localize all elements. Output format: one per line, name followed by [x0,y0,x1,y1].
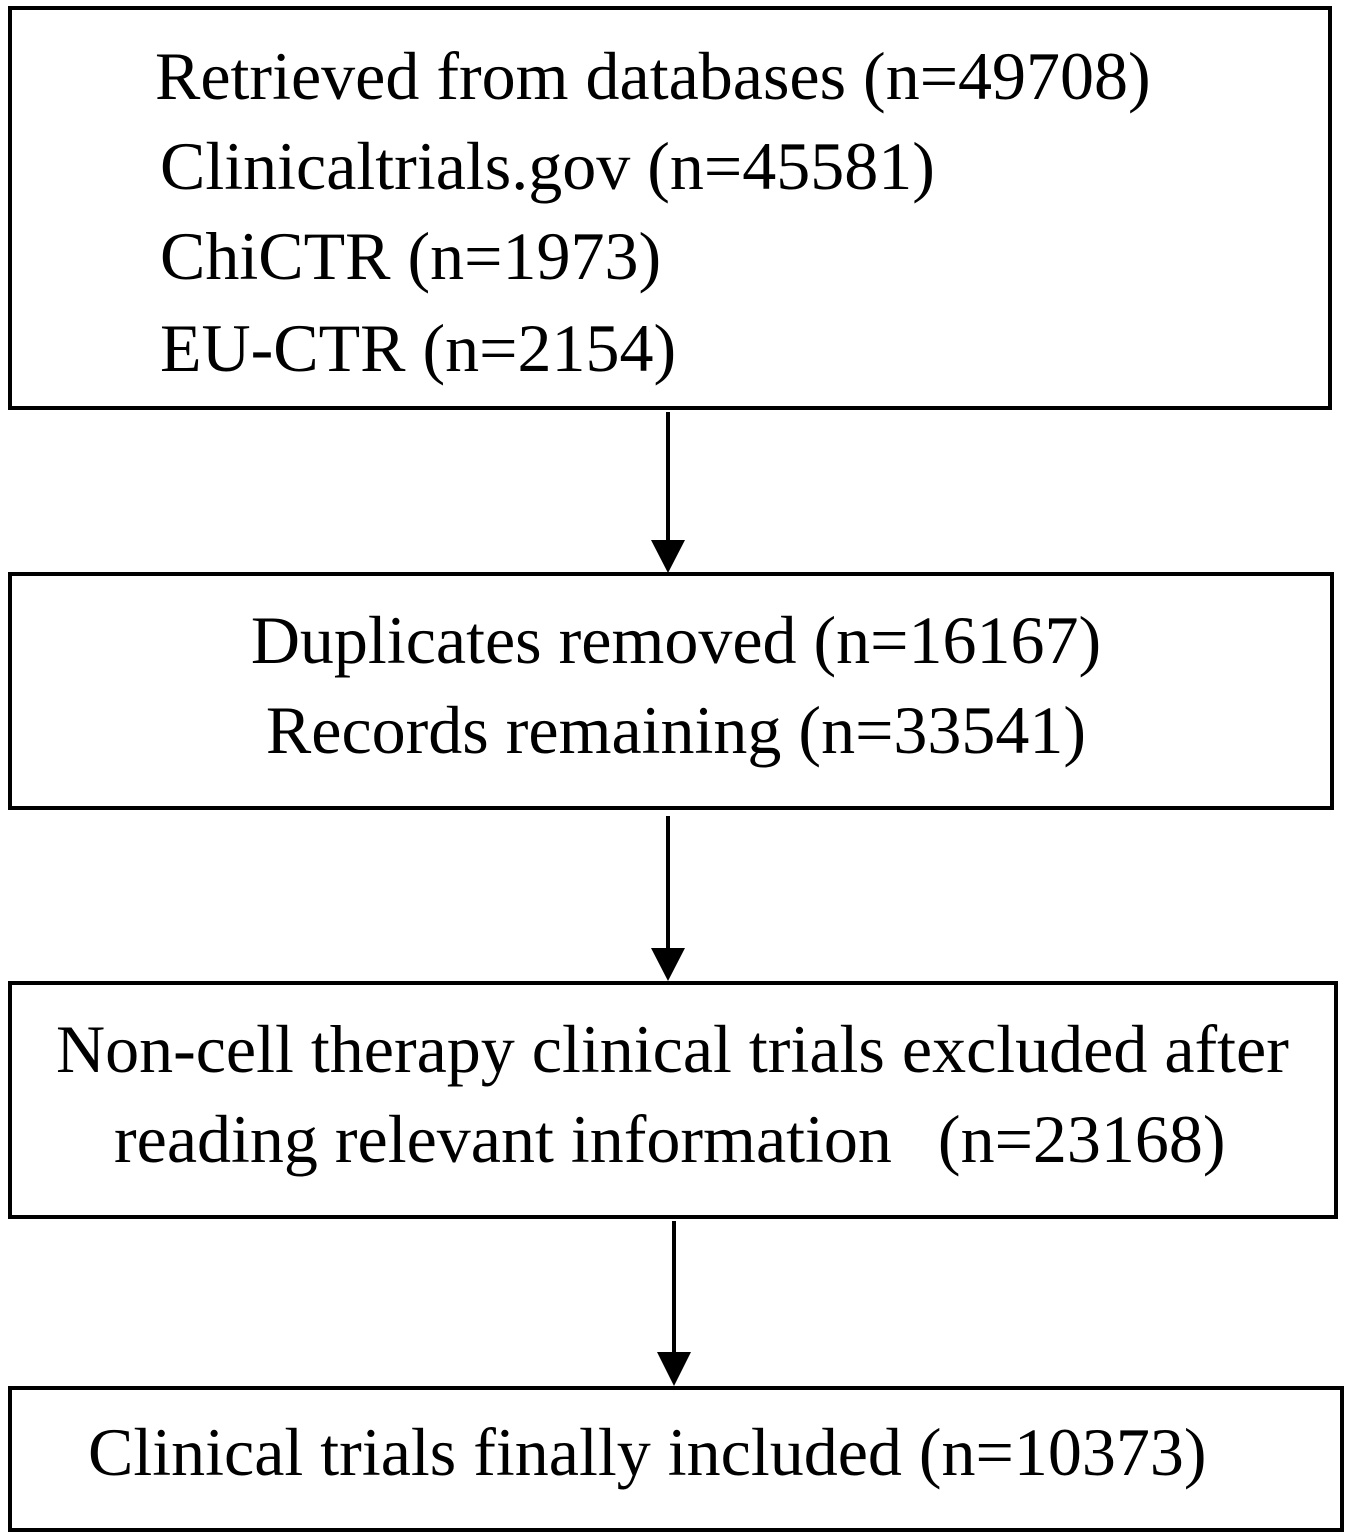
excluded-count-label: (n=23168) [937,1101,1226,1177]
duplicates-removed-label: Duplicates removed (n=16167) [250,602,1102,678]
flow-box-retrieved [8,6,1332,410]
excluded-label-line1: Non-cell therapy clinical trials exclude… [56,1011,1289,1087]
flow-box-excluded [8,981,1338,1219]
chictr-label: ChiCTR (n=1973) [160,218,662,294]
arrow-1 [651,412,685,573]
records-remaining-label: Records remaining (n=33541) [265,692,1087,768]
excluded-label-line2: reading relevant information(n=23168) [114,1105,1226,1173]
flow-box-included [8,1386,1344,1532]
eu-ctr-label: EU-CTR (n=2154) [160,310,677,386]
flow-box-duplicates [8,572,1334,810]
excluded-label-line2-text: reading relevant information [114,1101,892,1177]
arrow-2 [651,816,685,981]
clinicaltrials-gov-label: Clinicaltrials.gov (n=45581) [160,128,935,204]
retrieved-total-label: Retrieved from databases (n=49708) [155,38,1151,114]
included-label: Clinical trials finally included (n=1037… [88,1414,1207,1490]
arrow-3 [657,1221,691,1386]
